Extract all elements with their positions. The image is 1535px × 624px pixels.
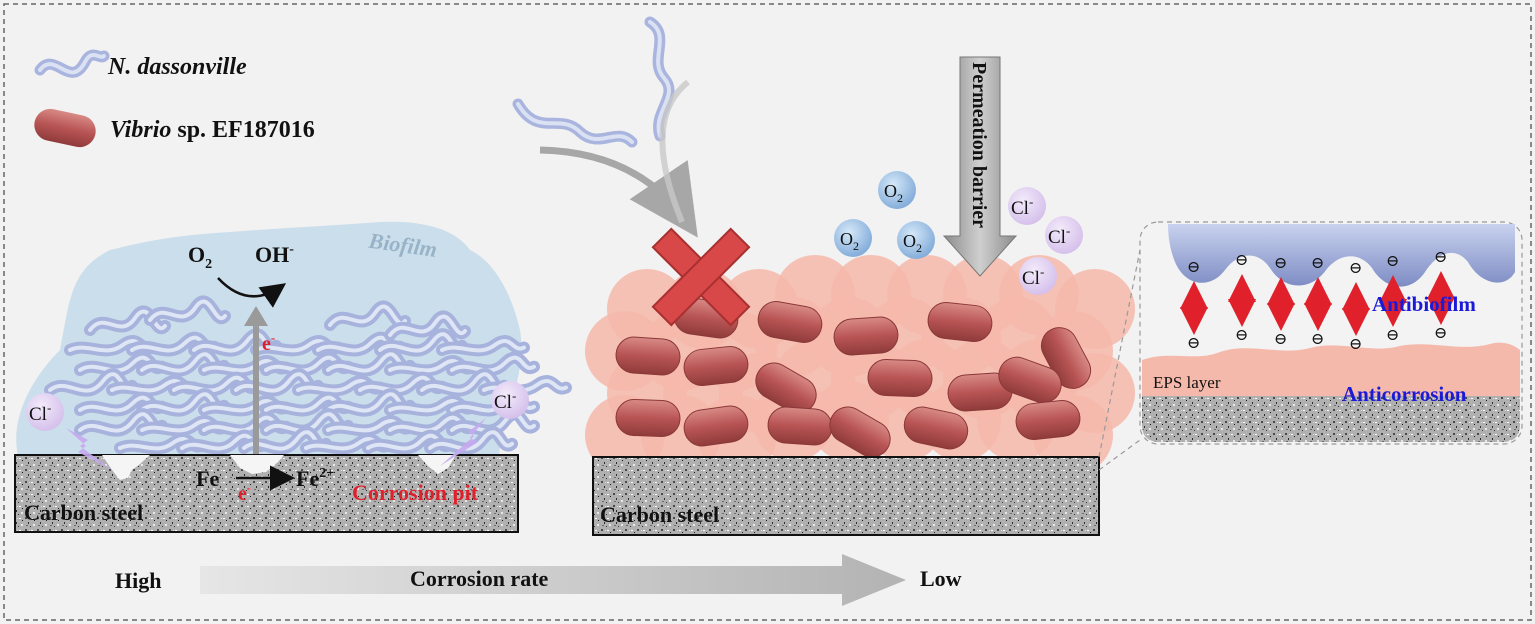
right-carbon-steel-label: Carbon steel: [600, 502, 719, 527]
vibrio-cell-cluster: [615, 297, 1092, 458]
fe-label: Fe: [196, 466, 219, 491]
permeation-barrier-arrow: [942, 56, 1018, 277]
fe2-label: Fe2+: [296, 466, 334, 491]
cl-left-label: Cl-: [29, 400, 51, 425]
oxygen-molecule-2: [834, 219, 872, 257]
outer-dashed-frame: [3, 3, 1532, 621]
vibrio-cell: [615, 336, 681, 376]
negative-charge-bottom: ⊖: [1274, 331, 1287, 348]
negative-charge-bottom: ⊖: [1235, 327, 1248, 344]
vibrio-cell: [755, 362, 817, 414]
low-label: Low: [920, 566, 962, 591]
negative-charge-top: ⊖: [1274, 255, 1287, 272]
left-carbon-steel-label: Carbon steel: [24, 500, 143, 525]
eps-blob: [607, 269, 687, 349]
vibrio-legend-icon: [34, 108, 96, 148]
legend-nd-label: N. dassonville: [107, 54, 247, 80]
corrosion-rate-arrow: [200, 554, 906, 606]
antibiofilm-label: Antibiofilm: [1372, 292, 1476, 316]
legend-vibrio-label: Vibrio sp. EF187016: [110, 117, 315, 143]
corrosion-pit-label: Corrosion pit: [352, 480, 479, 505]
left-panel: Biofilm O2 OH- e- Carbon steel Corrosion…: [14, 221, 572, 533]
chloride-ion-1: [1008, 187, 1046, 225]
oxygen-molecule-1: [878, 171, 916, 209]
o2-reduction-arrow: [217, 277, 287, 308]
vibrio-cell: [615, 399, 681, 437]
right-panel: Permeation barrier O2 O2 O2 Cl- Cl- Cl- …: [512, 16, 1135, 536]
high-label: High: [115, 568, 161, 593]
eps-blob: [831, 255, 911, 335]
cl-label-1: Cl-: [1011, 194, 1033, 219]
negative-charge-top: ⊖: [1235, 252, 1248, 269]
electron-up-label: e-: [262, 330, 275, 355]
negative-charge-bottom: ⊖: [1311, 331, 1324, 348]
negative-charge-top: ⊖: [1434, 249, 1447, 266]
vibrio-cell: [767, 406, 833, 446]
corrosion-pit-1: [102, 455, 150, 480]
electron-up-arrowhead: [244, 306, 268, 326]
cl-label-3: Cl-: [1022, 264, 1044, 289]
o2-label-3: O2: [903, 231, 922, 255]
chloride-ion-left: [26, 393, 64, 431]
eps-layer-label: EPS layer: [1153, 373, 1221, 392]
right-carbon-steel-plate: [592, 456, 1100, 536]
lightning-icon-right: [440, 418, 486, 466]
approach-arrow-2: [659, 79, 690, 224]
cl-right-label: Cl-: [494, 388, 516, 413]
chloride-ion-right: [491, 381, 529, 419]
electron-down-label: e-: [238, 480, 251, 505]
permeation-barrier-label: Permeation barrier: [968, 62, 990, 228]
negative-charge-bottom: ⊖: [1386, 327, 1399, 344]
corrosion-pit-3: [418, 455, 456, 474]
oh-label: OH-: [255, 242, 294, 267]
vibrio-cell: [757, 301, 823, 343]
inset-eps-layer: [1142, 342, 1520, 396]
o2-label-2: O2: [840, 229, 859, 253]
corrosion-pit-2: [230, 455, 284, 474]
inset-steel-strip: [1142, 392, 1520, 442]
cl-label-2: Cl-: [1048, 223, 1070, 248]
chloride-ion-3: [1019, 257, 1057, 295]
o2-label-1: O2: [884, 181, 903, 205]
vibrio-cell: [927, 302, 993, 342]
vibrio-cell: [683, 405, 749, 447]
vibrio-cell: [683, 346, 749, 386]
blocked-x-icon: [651, 227, 751, 327]
vibrio-cell: [1015, 400, 1081, 440]
o2-left-label: O2: [188, 242, 212, 272]
negative-charge-top: ⊖: [1386, 253, 1399, 270]
negative-charge-top: ⊖: [1349, 260, 1362, 277]
zoom-line-top: [1098, 249, 1141, 458]
vibrio-cell: [829, 406, 891, 458]
vibrio-cell: [998, 356, 1062, 404]
eps-blob: [1055, 269, 1135, 349]
vibrio-cell: [903, 406, 969, 450]
chloride-ion-2: [1045, 216, 1083, 254]
corrosion-rate-scale: High Corrosion rate Low: [115, 554, 962, 606]
vibrio-cell: [833, 316, 899, 356]
negative-charge-bottom: ⊖: [1349, 336, 1362, 353]
oxygen-molecule-3: [897, 221, 935, 259]
inset-filament-layer: [1168, 224, 1515, 287]
inset-charge-repulsion: ⊖ ⊖ ⊖ ⊖ ⊖ ⊖ ⊖ ⊖ ⊖ ⊖ ⊖ ⊖ ⊖ ⊖: [1180, 249, 1455, 353]
negative-charge-top: ⊖: [1311, 255, 1324, 272]
anticorrosion-label: Anticorrosion: [1342, 382, 1467, 406]
negative-charge-bottom: ⊖: [1434, 325, 1447, 342]
vibrio-cell: [867, 359, 933, 397]
negative-charge-top: ⊖: [1187, 259, 1200, 276]
legend: N. dassonville Vibrio sp. EF187016: [34, 49, 315, 148]
zoom-inset: ⊖ ⊖ ⊖ ⊖ ⊖ ⊖ ⊖ ⊖ ⊖ ⊖ ⊖ ⊖ ⊖ ⊖ Antibiofilm EPS layer Ant…: [1098, 221, 1523, 471]
negative-charge-bottom: ⊖: [1187, 335, 1200, 352]
corrosion-rate-label: Corrosion rate: [410, 566, 549, 591]
filament-mass: [44, 295, 572, 455]
